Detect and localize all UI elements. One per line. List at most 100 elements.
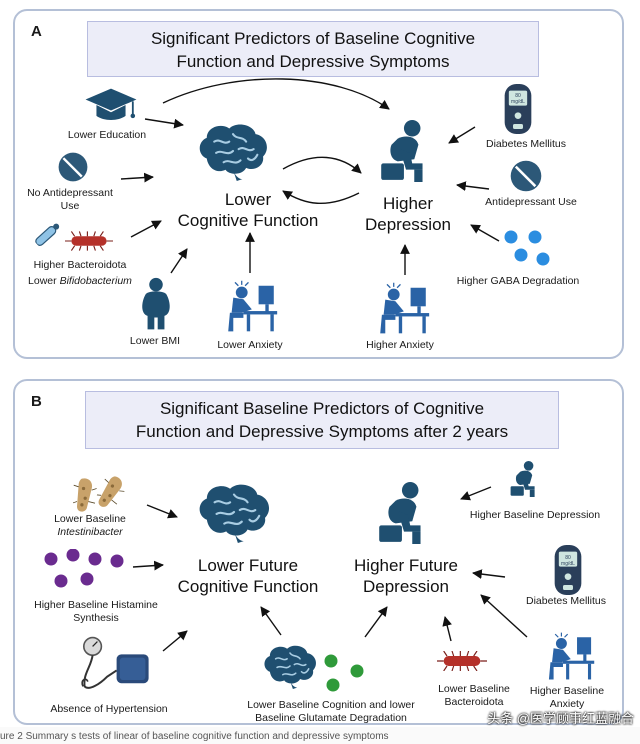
label-lower-anxiety: Lower Anxiety — [217, 339, 283, 351]
center-higher-depression: Higher Depression — [333, 193, 483, 235]
label-histamine: Higher Baseline Histamine Synthesis — [21, 599, 171, 625]
label-diabetes-b: Diabetes Mellitus — [526, 595, 606, 607]
anxious-person-icon — [221, 279, 281, 333]
center-higher-depression-line2: Depression — [365, 215, 451, 234]
bacteria-icon — [65, 231, 113, 251]
label-higher-anxiety: Higher Anxiety — [366, 339, 434, 351]
center-lower-future-cognition-line1: Lower Future — [197, 556, 299, 575]
watermark: 头条 @医学顾事红蓝融合 — [487, 711, 634, 726]
arrow-depression-to-cognition — [282, 190, 360, 204]
arrow-diabetes-to-depression-b — [472, 569, 506, 579]
arrow-hypertension-to-cognition — [162, 630, 188, 652]
label-anxiety-b: Higher Baseline Anxiety — [517, 685, 617, 711]
panel-b-title: Significant Baseline Predictors of Cogni… — [85, 391, 559, 449]
label-anxiety-b-line2: Anxiety — [549, 698, 585, 710]
histamine-molecules-icon — [44, 549, 124, 588]
center-lower-cognition-line1: Lower — [224, 190, 272, 209]
gaba-molecules-icon — [504, 230, 550, 266]
arrow-diabetes-to-depression — [448, 126, 476, 144]
arrow-cognition-to-depression — [282, 156, 362, 174]
arrow-anxiety-to-depression — [480, 594, 528, 638]
label-histamine-line2: Synthesis — [73, 612, 119, 624]
arrow-noantidep-to-cognition — [120, 172, 154, 183]
label-anxiety-b-line1: Higher Baseline — [529, 685, 605, 697]
glutamate-molecules-icon — [324, 654, 364, 692]
arrow-bmi-to-cognition — [170, 248, 188, 274]
label-baseline-depression: Higher Baseline Depression — [469, 509, 601, 521]
glucometer-unit-b: mg/dL — [561, 561, 575, 567]
panel-a-title: Significant Predictors of Baseline Cogni… — [87, 21, 539, 77]
label-intestinibacter: Lower Baseline Intestinibacter — [35, 513, 145, 539]
center-lower-future-cognition: Lower Future Cognitive Function — [163, 555, 333, 597]
center-lower-cognition: Lower Cognitive Function — [163, 189, 333, 231]
center-lower-cognition-line2: Cognitive Function — [177, 211, 319, 230]
panel-a-title-line1: Significant Predictors of Baseline Cogni… — [150, 29, 476, 48]
brain-icon — [195, 121, 271, 181]
blood-pressure-monitor-icon — [75, 635, 155, 693]
label-bifido-genus: Bifidobacterium — [59, 275, 132, 287]
label-hypertension: Absence of Hypertension — [50, 703, 168, 715]
panel-b-title-line1: Significant Baseline Predictors of Cogni… — [159, 399, 485, 418]
footer-bar — [0, 727, 640, 744]
label-no-antidepressant-line1: No Antidepressant — [27, 187, 113, 199]
panel-b: B Significant Baseline Predictors of Cog… — [13, 379, 624, 725]
center-higher-future-depression: Higher Future Depression — [331, 555, 481, 597]
label-histamine-line1: Higher Baseline Histamine — [34, 599, 158, 611]
label-lower-bmi: Lower BMI — [129, 335, 181, 347]
glucometer-value: 80 — [515, 93, 521, 99]
label-no-antidepressant-line2: Use — [60, 200, 80, 212]
arrow-histamine-to-cognition — [132, 560, 164, 571]
arrow-antidep-to-depression — [456, 181, 490, 191]
panel-b-title-line2: Function and Depressive Symptoms after 2… — [135, 422, 509, 441]
panel-b-arrows — [132, 486, 528, 652]
glucometer-icon-b — [553, 543, 583, 597]
label-diabetes: Diabetes Mellitus — [486, 138, 566, 150]
footer-caption: ure 2 Summary s tests of linear of basel… — [0, 731, 389, 742]
panel-a-title-line2: Function and Depressive Symptoms — [176, 52, 450, 71]
panel-a-arrows — [120, 78, 500, 275]
center-higher-depression-line1: Higher — [382, 194, 434, 213]
center-lower-future-cognition-line2: Cognitive Function — [177, 577, 319, 596]
depressed-person-icon-b — [373, 477, 435, 549]
label-lower-bifido-prefix: Lower — [28, 275, 60, 287]
glucometer-reading: 80 mg/dL — [503, 93, 533, 105]
arrow-bacteroidota-to-depression — [442, 616, 452, 642]
label-glutamate-line1: Lower Baseline Cognition and lower — [247, 699, 415, 711]
arrow-gaba-to-depression — [470, 224, 500, 242]
arrow-bacteroidota-to-cognition — [130, 220, 162, 238]
arrow-glutamate-to-cognition — [260, 606, 282, 636]
label-no-antidepressant: No Antidepressant Use — [15, 187, 125, 213]
label-lower-education: Lower Education — [67, 129, 147, 141]
label-gaba: Higher GABA Degradation — [456, 275, 580, 287]
panel-a: A Significant Predictors of Baseline Cog… — [13, 9, 624, 359]
label-bacteroidota-b: Lower Baseline Bacteroidota — [419, 683, 529, 709]
graduation-cap-icon — [83, 85, 139, 125]
arrow-glutamate-to-depression — [364, 606, 388, 638]
glucometer-unit: mg/dL — [511, 99, 525, 105]
label-intestinibacter-line2: Intestinibacter — [57, 526, 123, 538]
panel-a-letter: A — [31, 23, 42, 40]
arrow-intestini-to-cognition — [146, 504, 178, 519]
glucometer-reading-b: 80 mg/dL — [553, 555, 583, 567]
label-glutamate: Lower Baseline Cognition and lower Basel… — [223, 699, 439, 725]
pill-icon-2 — [509, 159, 543, 193]
panel-b-letter: B — [31, 393, 42, 410]
center-higher-future-depression-line2: Depression — [363, 577, 449, 596]
arrow-baseline-depression-to-depression — [460, 486, 492, 501]
brain-icon-b — [195, 481, 273, 543]
person-icon — [139, 277, 173, 331]
depressed-person-icon-small — [507, 457, 543, 501]
brain-icon-small — [261, 643, 319, 689]
glucometer-value-b: 80 — [565, 555, 571, 561]
label-antidepressant-use: Antidepressant Use — [485, 196, 577, 208]
depressed-person-icon — [375, 115, 437, 187]
pill-icon — [57, 151, 89, 183]
label-intestinibacter-line1: Lower Baseline — [54, 513, 126, 525]
glucometer-icon — [503, 81, 533, 137]
center-higher-future-depression-line1: Higher Future — [354, 556, 458, 575]
anxious-person-icon-b — [541, 631, 599, 681]
label-lower-bifidobacterium: Lower Bifidobacterium — [15, 275, 145, 288]
anxious-person-icon-2 — [373, 281, 433, 335]
label-bacteroidota-b-line1: Lower Baseline — [438, 683, 510, 695]
arrow-education-to-cognition — [144, 118, 184, 129]
